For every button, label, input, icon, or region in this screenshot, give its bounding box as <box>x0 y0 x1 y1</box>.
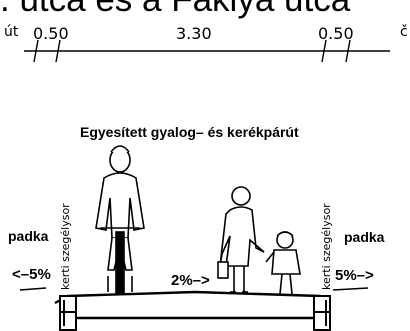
left-curb <box>59 295 77 331</box>
pedestrian-child-figure <box>265 231 301 295</box>
left-slope-label: <–5% <box>12 266 51 283</box>
dim-center-value: 3.30 <box>176 24 212 43</box>
dimension-tick <box>55 39 61 63</box>
pavement-surface <box>54 290 331 320</box>
dimension-tick <box>321 39 327 63</box>
title-fragment: . utca és a Fáklya utca <box>0 0 410 20</box>
right-bench-label: padka <box>344 229 385 245</box>
dim-right-label: č <box>400 24 408 40</box>
left-bench-label: padka <box>8 228 49 244</box>
section-label: Egyesített gyalog– és kerékpárút <box>80 124 299 140</box>
dimension-tick <box>33 39 39 63</box>
right-curb <box>313 295 331 331</box>
center-slope-label: 2%–> <box>171 272 210 289</box>
pedestrian-adult-figure <box>217 186 265 293</box>
left-curb-label: kerti szegélysor <box>59 203 72 290</box>
dim-left-label: út <box>4 24 19 40</box>
dim-left-value: 0.50 <box>33 24 69 43</box>
right-slope-label: 5%–> <box>335 267 374 284</box>
dim-right-value: 0.50 <box>318 24 354 43</box>
right-curb-label: kerti szegélysor <box>320 203 333 290</box>
slope-arrows <box>19 287 369 291</box>
cyclist-figure <box>95 145 145 295</box>
dimension-tick <box>345 39 351 63</box>
